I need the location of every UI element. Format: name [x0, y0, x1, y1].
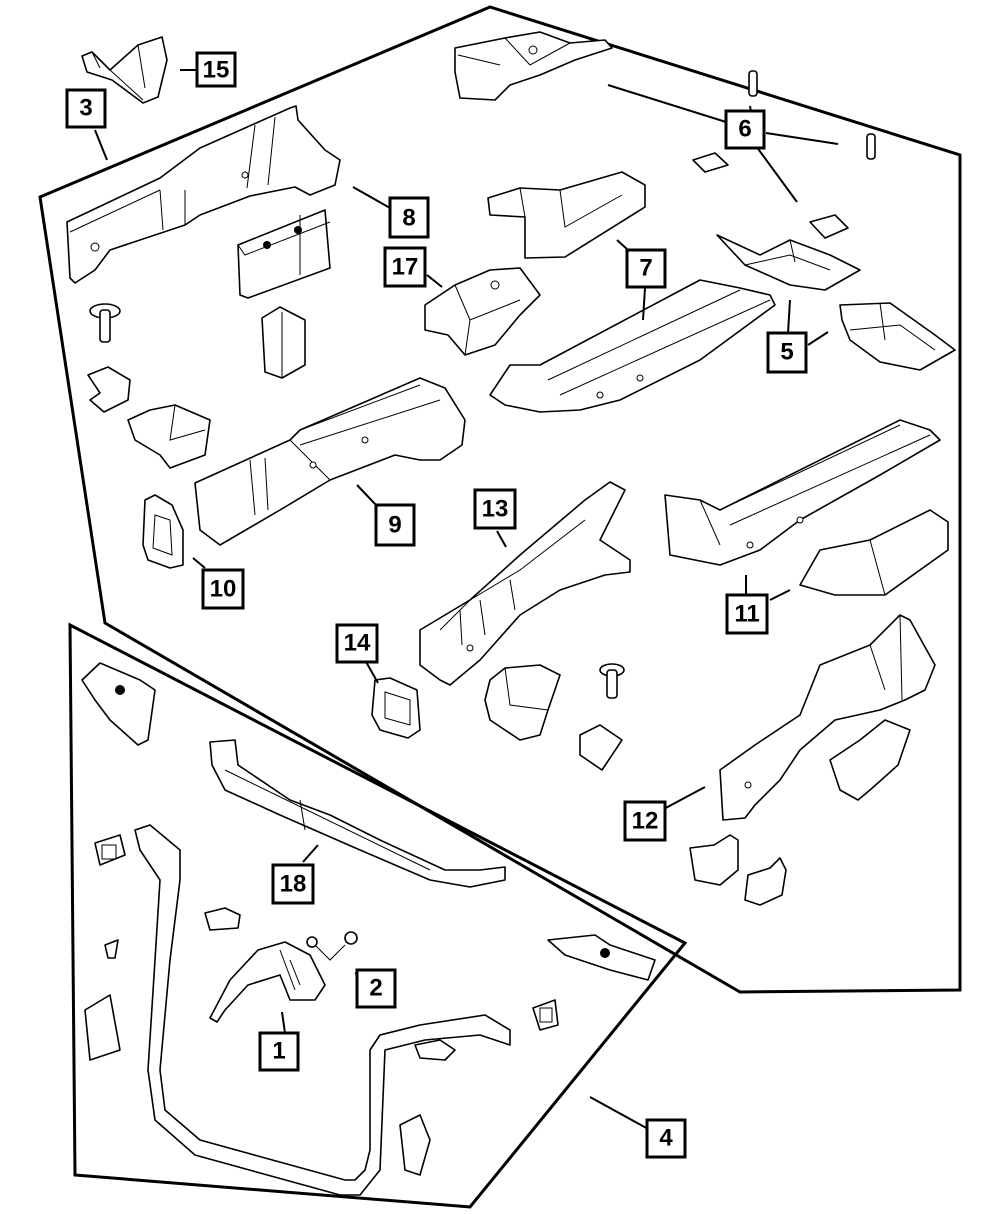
part-vertical-bracket: [261, 306, 306, 379]
callout-5[interactable]: 5: [766, 331, 808, 374]
svg-text:6: 6: [738, 116, 751, 143]
svg-text:8: 8: [402, 205, 415, 232]
callout-9[interactable]: 9: [374, 503, 416, 547]
callout-15[interactable]: 15: [195, 51, 237, 88]
svg-text:9: 9: [388, 512, 401, 539]
part-bolt-left: [89, 303, 121, 343]
part-14-mount: [371, 677, 421, 739]
svg-text:18: 18: [280, 871, 307, 898]
svg-text:17: 17: [392, 254, 419, 281]
part-grommets: [84, 834, 559, 1061]
part-8-side-rail: [66, 105, 341, 284]
svg-text:14: 14: [344, 630, 371, 657]
part-7-trough: [487, 171, 646, 259]
part-12-clips: [689, 834, 787, 906]
part-lower-clips: [204, 907, 656, 1176]
part-13-crossmember: [419, 481, 631, 686]
svg-text:12: 12: [632, 808, 659, 835]
svg-text:1: 1: [272, 1038, 285, 1065]
callout-14[interactable]: 14: [335, 623, 379, 664]
part-11-trough: [799, 509, 949, 596]
part-6-bolts: [692, 70, 876, 239]
part-7-rail: [489, 279, 776, 413]
svg-text:2: 2: [369, 975, 382, 1002]
callout-2[interactable]: 2: [355, 968, 397, 1009]
lower-group-outline: [68, 622, 688, 1209]
svg-text:7: 7: [639, 255, 652, 282]
svg-text:11: 11: [734, 601, 759, 628]
callout-6[interactable]: 6: [724, 109, 766, 150]
svg-text:5: 5: [780, 339, 793, 366]
part-12-bracket: [829, 719, 911, 801]
upper-group-outline: [38, 5, 962, 994]
part-17-bracket: [424, 267, 541, 356]
part-bracket-lower: [484, 664, 561, 741]
callout-3[interactable]: 3: [65, 88, 107, 129]
leader-lines: [94, 69, 839, 1131]
part-12-side-rail: [719, 614, 936, 821]
callout-18[interactable]: 18: [271, 863, 315, 905]
callout-12[interactable]: 12: [623, 800, 667, 842]
part-11-rail: [664, 419, 941, 566]
callout-4[interactable]: 4: [645, 1118, 687, 1159]
part-bolt-center: [579, 663, 625, 771]
part-bracket-box: [237, 209, 331, 299]
callout-13[interactable]: 13: [473, 488, 517, 530]
svg-text:4: 4: [659, 1125, 673, 1152]
part-10-mount: [142, 494, 184, 569]
callout-17[interactable]: 17: [383, 246, 427, 288]
svg-text:3: 3: [79, 95, 92, 122]
callout-8[interactable]: 8: [388, 196, 430, 239]
part-4-u-frame: [134, 824, 511, 1196]
callout-10[interactable]: 10: [201, 568, 245, 610]
part-15-bracket: [81, 36, 168, 104]
part-lower-bracket-topleft: [81, 662, 156, 746]
svg-text:10: 10: [210, 576, 237, 603]
part-5-brackets: [716, 234, 956, 371]
callout-7[interactable]: 7: [625, 248, 667, 289]
part-9-frame-rail: [194, 377, 466, 546]
svg-text:15: 15: [203, 57, 230, 84]
part-18-crossbar: [209, 739, 506, 888]
callout-1[interactable]: 1: [258, 1031, 300, 1072]
part-1-latch: [209, 941, 326, 1023]
svg-text:13: 13: [482, 496, 509, 523]
callout-11[interactable]: 11: [725, 593, 769, 635]
part-6-top-bracket: [454, 31, 613, 101]
part-2-cable: [306, 931, 358, 961]
part-small-brackets-left: [87, 366, 211, 469]
